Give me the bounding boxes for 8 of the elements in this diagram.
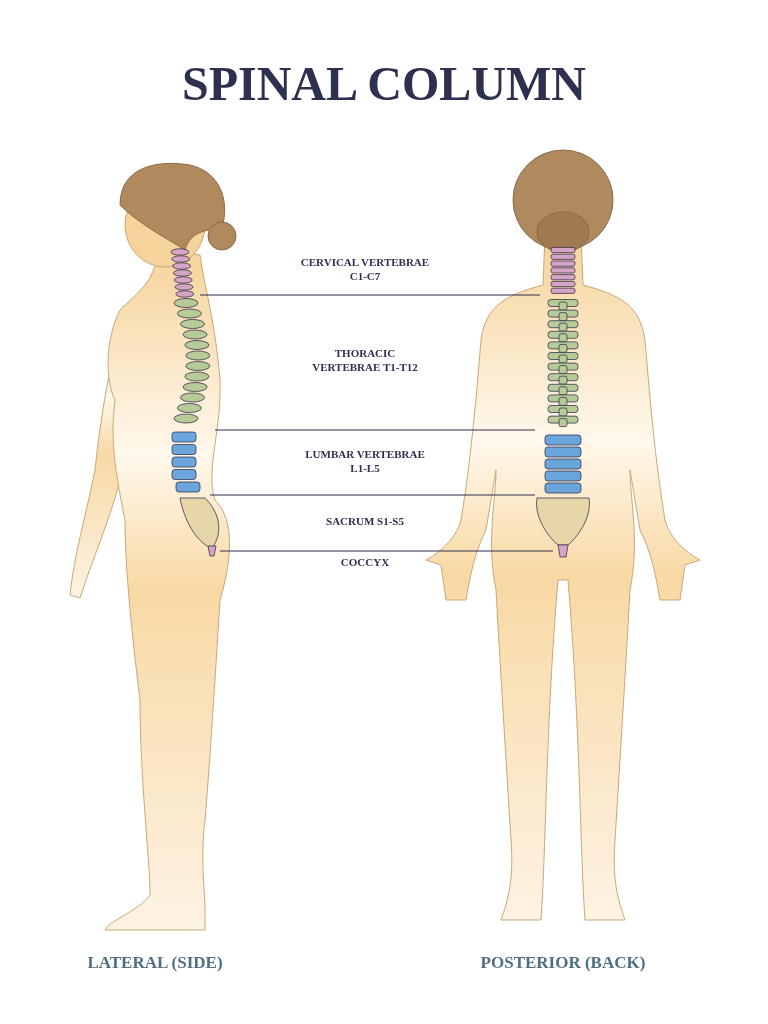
title: SPINAL COLUMN [180,60,587,108]
region-label: LUMBAR VERTEBRAE L1-L5 [304,448,426,476]
view-label: LATERAL (SIDE) [86,952,224,974]
region-label: COCCYX [339,556,391,570]
region-label: CERVICAL VERTEBRAE C1-C7 [300,256,430,284]
region-label: THORACIC VERTEBRAE T1-T12 [311,347,419,375]
view-label: POSTERIOR (BACK) [479,952,647,974]
region-label: SACRUM S1-S5 [325,515,405,529]
